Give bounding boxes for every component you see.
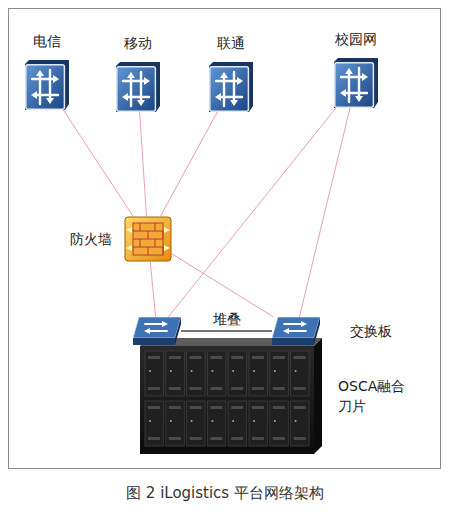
node-label: 校园网 [335, 29, 377, 49]
network-link [299, 108, 350, 317]
blade-server-illustration [140, 338, 322, 454]
router-icon-node: 校园网 [334, 58, 378, 108]
network-link [161, 112, 218, 216]
node-label: 电信 [33, 31, 61, 51]
router-icon [209, 62, 253, 112]
router-icon [116, 62, 160, 112]
node-label: 移动 [124, 33, 152, 53]
switch-icon [133, 317, 181, 345]
figure-caption: 图 2 iLogistics 平台网络架构 [0, 484, 450, 503]
switch-board-node: 交换板 [272, 317, 320, 345]
network-link [168, 108, 336, 317]
router-icon [25, 60, 69, 110]
node-label: 交换板 [350, 321, 392, 341]
firewall-icon [124, 216, 172, 262]
network-link [181, 330, 272, 331]
switch-board-node [133, 317, 181, 345]
network-link [172, 254, 274, 317]
node-label: OSCA融合 刀片 [338, 376, 420, 417]
blade-server-node: OSCA融合 刀片 [140, 338, 322, 454]
router-icon-node: 联通 [209, 62, 253, 112]
network-link [140, 112, 147, 216]
node-label: 联通 [217, 33, 245, 53]
link-label: 堆叠 [213, 311, 241, 329]
node-label: 防火墙 [70, 229, 112, 249]
firewall-node: 防火墙 [124, 216, 172, 262]
router-icon [334, 58, 378, 108]
network-link [63, 110, 132, 216]
router-icon-node: 移动 [116, 62, 160, 112]
network-link [150, 262, 155, 317]
switch-icon [272, 317, 320, 345]
router-icon-node: 电信 [25, 60, 69, 110]
